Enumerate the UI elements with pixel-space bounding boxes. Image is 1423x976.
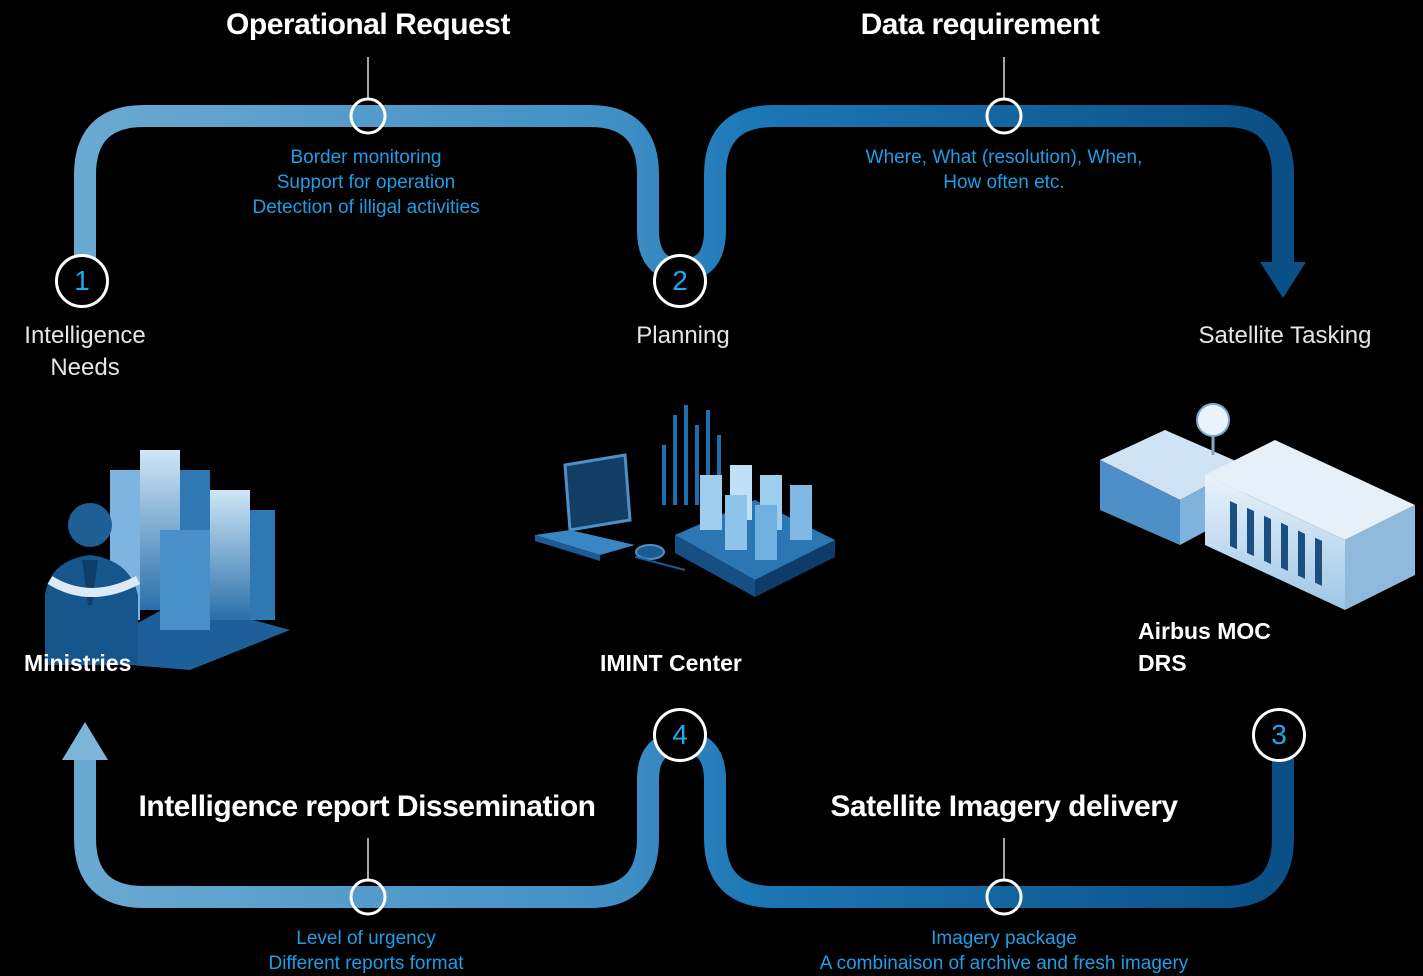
ground-station-icon (1100, 403, 1415, 610)
satellite-tasking-label: Satellite Tasking (1198, 322, 1372, 349)
node-top-right (985, 97, 1023, 135)
item: A combinaison of archive and fresh image… (819, 953, 1189, 974)
item: How often etc. (943, 172, 1065, 193)
node-top-left (349, 97, 387, 135)
item: Detection of illigal activities (252, 197, 480, 218)
server-laptop-icon (535, 405, 835, 597)
step-2-badge: 2 (653, 254, 707, 308)
dissemination-items: Level of urgency Different reports forma… (216, 926, 516, 976)
data-requirement-title: Data requirement (860, 8, 1100, 41)
node-bottom-right (985, 878, 1023, 916)
imagery-delivery-items: Imagery package A combinaison of archive… (784, 926, 1224, 976)
operational-request-title: Operational Request (226, 8, 510, 41)
ministries-label: Ministries (24, 650, 132, 676)
item: Imagery package (931, 928, 1077, 949)
dissemination-title: Intelligence report Dissemination (138, 790, 596, 823)
item: Border monitoring (290, 147, 442, 168)
imagery-delivery-title: Satellite Imagery delivery (830, 790, 1178, 823)
item: Level of urgency (296, 928, 436, 949)
step-3-badge: 3 (1252, 708, 1306, 762)
ministry-building-icon (30, 430, 290, 670)
data-requirement-items: Where, What (resolution), When, How ofte… (824, 145, 1184, 195)
airbus-moc-label: Airbus MOC DRS (1138, 615, 1271, 679)
label-line: Airbus MOC (1138, 618, 1271, 644)
label-line: Needs (50, 354, 120, 381)
step-1-badge: 1 (55, 254, 109, 308)
step-1-label: Intelligence Needs (5, 320, 165, 384)
item: Support for operation (276, 172, 456, 193)
node-bottom-left (349, 878, 387, 916)
label-line: Intelligence (24, 322, 146, 349)
label-line: DRS (1138, 650, 1187, 676)
operational-request-items: Border monitoring Support for operation … (216, 145, 516, 220)
imint-center-label: IMINT Center (600, 650, 742, 676)
bottom-arrowhead (62, 722, 108, 760)
step-4-badge: 4 (653, 708, 707, 762)
item: Where, What (resolution), When, (865, 147, 1143, 168)
item: Different reports format (268, 953, 464, 974)
step-2-label: Planning (636, 322, 730, 349)
top-arrowhead (1260, 262, 1306, 298)
